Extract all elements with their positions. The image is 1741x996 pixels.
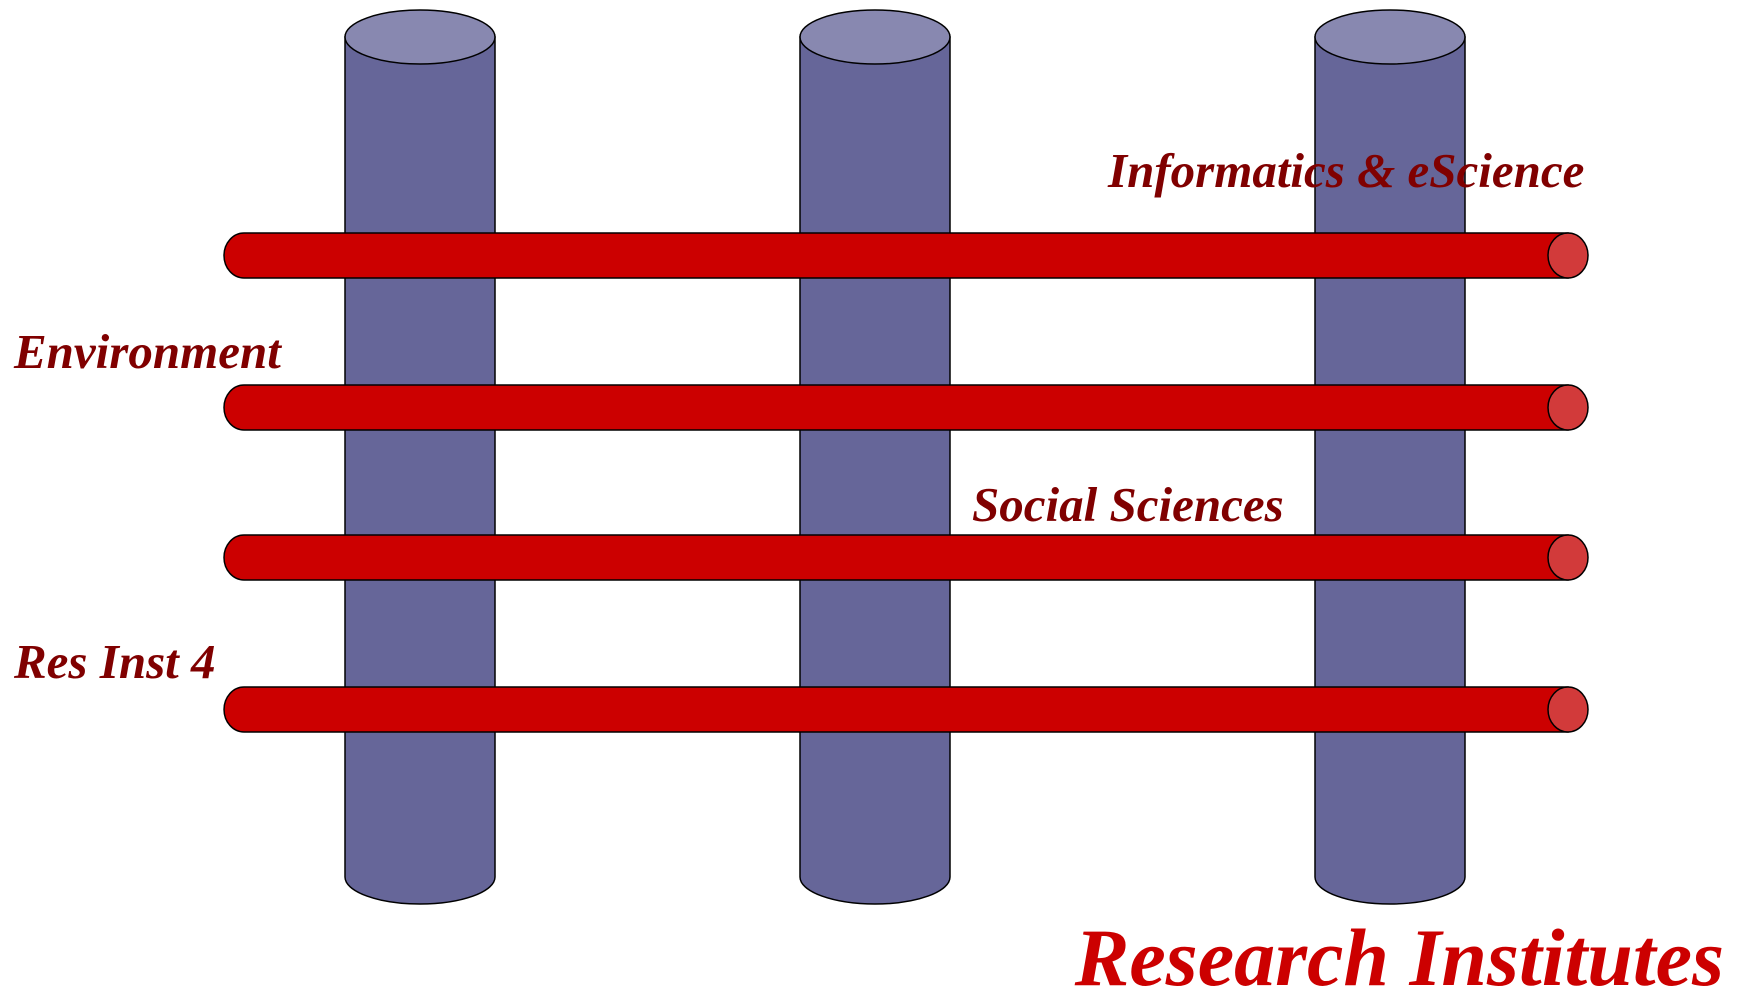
pipes: [223, 232, 1589, 733]
pipe-2-end: [1547, 384, 1589, 431]
row-label-informatics: Informatics & eScience: [1107, 143, 1584, 198]
pillar-2-top: [799, 9, 951, 65]
pillar-1-body: [344, 36, 496, 905]
pillar-3-top: [1314, 9, 1466, 65]
pipe-1-end: [1547, 232, 1589, 279]
diagram-title: Research Institutes: [1074, 912, 1724, 996]
pipe-2: [223, 384, 1589, 431]
pipe-1: [223, 232, 1589, 279]
pipe-3-body: [223, 534, 1569, 581]
pillar-2-body: [799, 36, 951, 905]
row-label-social-sciences: Social Sciences: [972, 477, 1284, 532]
row-label-environment: Environment: [13, 324, 282, 379]
pillar-1-top: [344, 9, 496, 65]
row-label-res-inst-4: Res Inst 4: [13, 634, 216, 689]
pillar-2: [799, 9, 951, 905]
pipe-4-end: [1547, 686, 1589, 733]
pipe-3: [223, 534, 1589, 581]
pipe-4-body: [223, 686, 1569, 733]
pipe-4: [223, 686, 1589, 733]
pipe-3-end: [1547, 534, 1589, 581]
pillar-1: [344, 9, 496, 905]
pipe-1-body: [223, 232, 1569, 279]
pipe-2-body: [223, 384, 1569, 431]
